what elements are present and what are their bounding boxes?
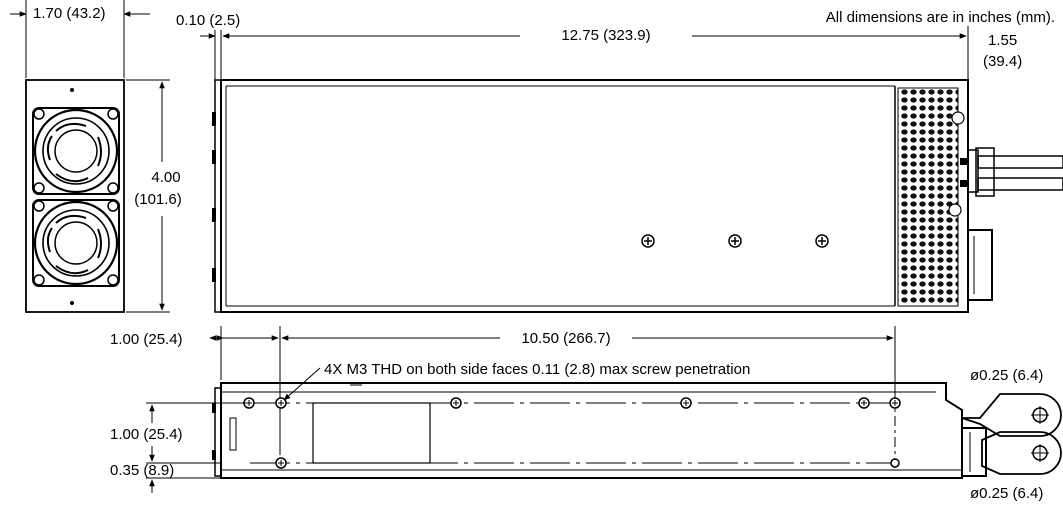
vent-grille [897,87,965,307]
terminal-lugs [961,393,1062,475]
bottom-offset-dim: 0.35 (8.9) [110,462,174,479]
fan-top [32,107,120,195]
side-view: 1.00 (25.4) 10.50 (266.7) 4X M3 THD on b… [110,326,1062,502]
units-note: All dimensions are in inches (mm). [826,9,1055,26]
flange-dim: 0.10 (2.5) [176,12,240,29]
side-view-holes [243,397,901,469]
thread-callout: 4X M3 THD on both side faces 0.11 (2.8) … [324,361,750,378]
terminal-dim-in: 1.55 [988,32,1017,49]
side-view-handle [961,427,987,477]
top-view-handle [967,229,993,301]
front-height-mm: (101.6) [134,191,182,208]
lug-hole-bottom-dim: ø0.25 (6.4) [970,485,1043,502]
lug-hole-top-dim: ø0.25 (6.4) [970,367,1043,384]
front-view: 1.70 (43.2) [10,0,182,313]
overall-length-dim: 12.75 (323.9) [561,27,650,44]
top-view: 0.10 (2.5) 12.75 (323.9) 1.55 (39.4) [176,12,1063,313]
front-width-dim: 1.70 (43.2) [33,5,106,22]
front-height-in: 4.00 [151,169,180,186]
top-view-screws [641,234,829,248]
output-terminals [960,147,1063,197]
hole-pitch-dim: 1.00 (25.4) [110,426,183,443]
first-hole-dim: 1.00 (25.4) [110,331,183,348]
hole-span-dim: 10.50 (266.7) [521,330,610,347]
fan-bottom [32,199,120,287]
terminal-dim-mm: (39.4) [983,53,1022,70]
